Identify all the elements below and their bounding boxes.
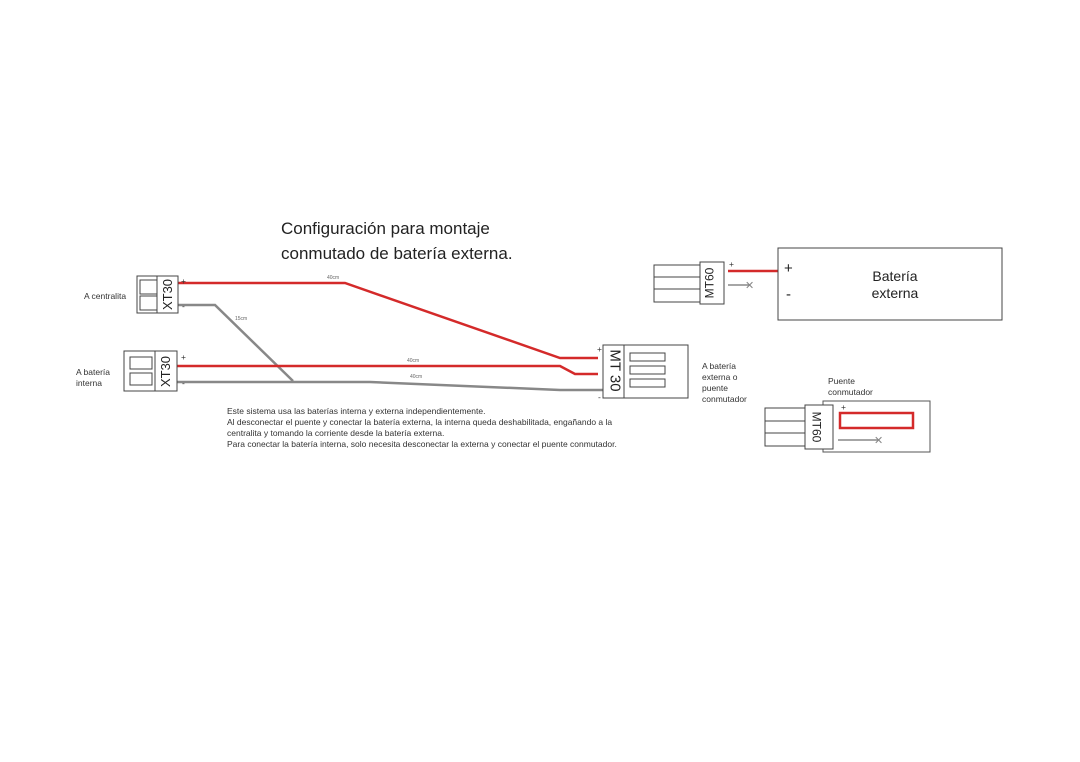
- minus-sign: -: [182, 378, 185, 388]
- wire-positive-centralita: [178, 281, 598, 360]
- minus-sign: -: [598, 392, 601, 402]
- mt30-connector: [602, 344, 689, 399]
- wire-negative-interna: [177, 380, 603, 392]
- plus-sign: +: [597, 344, 602, 354]
- xt30-top-connector: [136, 275, 179, 314]
- wire-length: 40cm: [410, 374, 423, 380]
- mt30-label: MT 30: [606, 349, 624, 392]
- mt60-bridge-connector: [764, 404, 834, 450]
- plus-sign: +: [181, 352, 186, 362]
- wire-length: 40cm: [327, 275, 340, 281]
- wire-length: 40cm: [407, 358, 420, 364]
- plus-sign: +: [729, 259, 734, 269]
- mt60-top-connector: [653, 261, 725, 305]
- minus-sign: -: [182, 301, 185, 311]
- svg-text:✕: ✕: [745, 280, 754, 292]
- battery-plus: +: [784, 260, 793, 277]
- plus-sign: +: [841, 402, 846, 412]
- wire-length: 15cm: [235, 316, 248, 322]
- label-centralita: A centralita: [84, 291, 127, 301]
- description-text: Este sistema usa las baterías interna y …: [227, 406, 617, 449]
- xt30-bottom-label: XT30: [158, 355, 174, 388]
- battery-minus: -: [786, 286, 791, 303]
- svg-text:✕: ✕: [874, 435, 883, 447]
- mt60-bridge-label: MT60: [809, 411, 824, 443]
- xt30-top-label: XT30: [160, 278, 176, 311]
- xt30-bottom-connector: [123, 350, 178, 392]
- mt60-top-label: MT60: [702, 267, 717, 299]
- wire-negative-centralita: [178, 303, 294, 382]
- wire-positive-interna: [177, 364, 598, 376]
- bridge-loop: [838, 411, 915, 430]
- plus-sign: +: [181, 276, 186, 286]
- external-battery: [777, 247, 1003, 321]
